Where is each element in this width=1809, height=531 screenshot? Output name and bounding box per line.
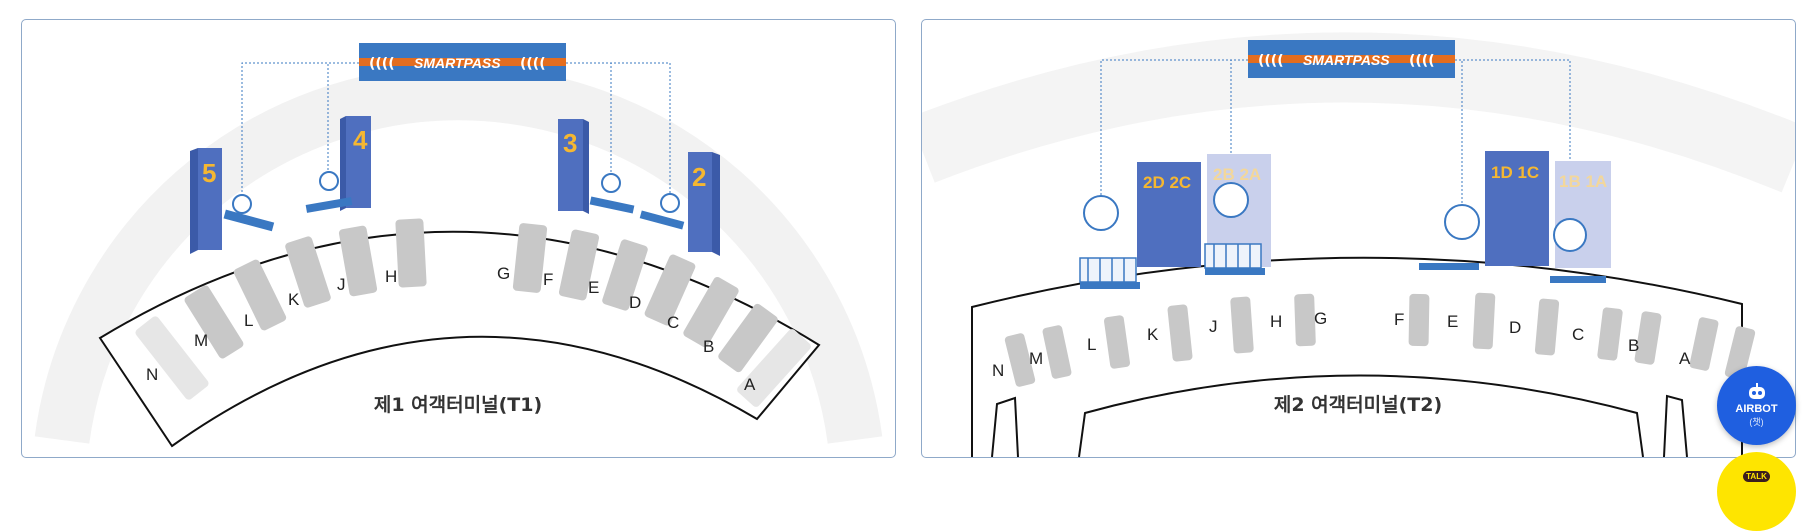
- gate-label-c: C: [1572, 325, 1584, 344]
- checkin-pillar-1b-1a: 1B 1A: [1555, 161, 1611, 268]
- svg-text:5: 5: [202, 158, 216, 188]
- smartpass-banner-text: SMARTPASS: [414, 55, 501, 71]
- gate-block-n: [1004, 333, 1036, 387]
- gate-label-h: H: [1270, 312, 1282, 331]
- gate-label-e: E: [1447, 312, 1458, 331]
- gate-label-j: J: [337, 275, 346, 294]
- talk-icon: TALK: [1743, 471, 1770, 482]
- gate-label-j: J: [1209, 317, 1218, 336]
- terminal-2-map: N M L K J H G F E D C B A (((( (((( SMAR…: [921, 19, 1796, 458]
- gate-block-m: [184, 285, 244, 359]
- gate-block-e: [1534, 298, 1560, 356]
- airbot-sublabel: (챗): [1749, 417, 1764, 427]
- svg-text:2D 2C: 2D 2C: [1143, 173, 1191, 192]
- gate-block-g: [1408, 293, 1430, 347]
- gate-label-d: D: [629, 293, 641, 312]
- airbot-chat-button[interactable]: AIRBOT (챗): [1717, 366, 1796, 445]
- svg-text:((((: ((((: [520, 56, 546, 72]
- gate-label-n: N: [992, 361, 1004, 380]
- gate-label-d: D: [1509, 318, 1521, 337]
- gate-label-l: L: [244, 311, 253, 330]
- svg-text:4: 4: [353, 125, 368, 155]
- robot-icon: [1748, 383, 1765, 399]
- gate-label-l: L: [1087, 335, 1096, 354]
- smartpass-banner: (((( (((( SMARTPASS: [359, 43, 566, 81]
- gate-label-a: A: [744, 375, 756, 394]
- gate-block-l: [1103, 315, 1131, 369]
- checkin-pillar-1d-1c: 1D 1C: [1485, 151, 1549, 266]
- svg-text:2B 2A: 2B 2A: [1213, 165, 1261, 184]
- gate-block-h: [395, 218, 427, 288]
- terminal-1-map: N M L K J H G F E D C B A (((( (((( SMAR…: [21, 19, 896, 458]
- gate-block-d: [1597, 307, 1623, 361]
- gate-block-b: [718, 303, 778, 373]
- svg-text:2: 2: [692, 162, 706, 192]
- gate-label-a: A: [1679, 349, 1691, 368]
- svg-text:((((: ((((: [369, 56, 395, 72]
- gate-block-d: [644, 254, 696, 326]
- gate-block-f: [558, 229, 600, 301]
- gate-label-c: C: [667, 313, 679, 332]
- terminal-1-title: 제1 여객터미널(T1): [374, 394, 542, 416]
- kakao-talk-button[interactable]: TALK: [1717, 452, 1796, 531]
- gate-block-c: [683, 277, 739, 347]
- gate-label-f: F: [1394, 310, 1404, 329]
- gate-block-k: [285, 236, 331, 308]
- checkin-pillar-3: 3: [558, 119, 589, 214]
- airbot-label: AIRBOT: [1735, 403, 1778, 415]
- gate-label-h: H: [385, 267, 397, 286]
- smartpass-lane-marker: [223, 171, 685, 232]
- gate-block-n: [135, 316, 209, 400]
- gate-label-b: B: [703, 337, 714, 356]
- checkin-pillar-4: 4: [340, 116, 371, 211]
- gate-label-m: M: [194, 331, 208, 350]
- gate-block-j: [338, 225, 378, 297]
- svg-text:3: 3: [563, 128, 577, 158]
- gate-block-b: [1689, 317, 1719, 371]
- terminal-1-outline: [98, 230, 821, 448]
- gate-block-m: [1042, 325, 1072, 379]
- gate-label-b: B: [1628, 336, 1639, 355]
- smartpass-banner-text: SMARTPASS: [1303, 52, 1390, 68]
- gate-block-c: [1634, 311, 1662, 365]
- gate-block-h: [1294, 293, 1316, 347]
- gate-label-n: N: [146, 365, 158, 384]
- gate-block-e: [602, 239, 648, 311]
- svg-text:1D 1C: 1D 1C: [1491, 163, 1539, 182]
- gate-block-g: [512, 223, 548, 293]
- gate-block-a: [737, 329, 811, 407]
- checkin-pillar-2: 2: [688, 152, 720, 256]
- svg-text:1B 1A: 1B 1A: [1559, 172, 1607, 191]
- gate-label-f: F: [543, 270, 553, 289]
- gate-label-k: K: [288, 290, 300, 309]
- svg-text:((((: ((((: [1409, 53, 1435, 69]
- checkin-pillar-5: 5: [190, 148, 222, 254]
- gate-block-k: [1167, 304, 1193, 362]
- smartpass-lane-marker: [1079, 243, 1262, 283]
- gate-block-a: [1724, 326, 1756, 380]
- gate-block-f: [1472, 292, 1496, 350]
- gate-label-g: G: [1314, 309, 1327, 328]
- gate-label-k: K: [1147, 325, 1159, 344]
- gate-label-m: M: [1029, 349, 1043, 368]
- svg-text:((((: ((((: [1258, 53, 1284, 69]
- terminal-2-title: 제2 여객터미널(T2): [1274, 394, 1442, 416]
- gate-label-e: E: [588, 278, 599, 297]
- smartpass-banner: (((( (((( SMARTPASS: [1248, 40, 1455, 78]
- gate-block-l: [233, 259, 287, 331]
- checkin-pillar-2d-2c: 2D 2C: [1137, 162, 1201, 267]
- gate-label-g: G: [497, 264, 510, 283]
- gate-block-j: [1230, 296, 1254, 354]
